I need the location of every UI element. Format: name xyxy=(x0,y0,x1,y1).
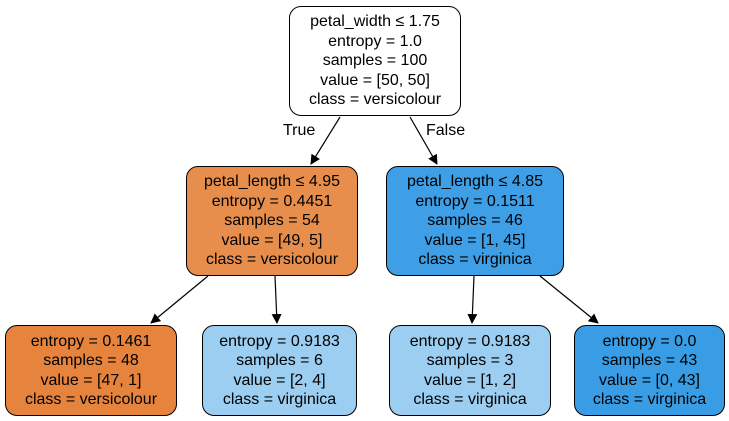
tree-node-left: petal_length ≤ 4.95 entropy = 0.4451 sam… xyxy=(186,166,358,276)
node-class: class = virginica xyxy=(413,391,527,408)
node-samples: samples = 48 xyxy=(43,352,139,369)
node-value: value = [47, 1] xyxy=(40,371,142,389)
node-class: class = virginica xyxy=(222,391,337,408)
tree-node-root: petal_width ≤ 1.75 entropy = 1.0 samples… xyxy=(289,6,461,116)
edge-root-to-right xyxy=(409,116,438,165)
node-entropy: entropy = 0.4451 xyxy=(211,192,333,210)
node-samples: samples = 46 xyxy=(427,212,523,230)
node-class: class = virginica xyxy=(592,391,707,408)
node-class: class = versicolour xyxy=(205,251,339,269)
node-samples: samples = 6 xyxy=(236,352,323,369)
node-samples: samples = 54 xyxy=(224,212,320,230)
node-entropy: entropy = 0.9183 xyxy=(219,332,340,350)
node-class: class = versicolour xyxy=(308,91,442,109)
node-value: value = [50, 50] xyxy=(320,71,430,89)
node-split-rule: petal_length ≤ 4.85 xyxy=(407,173,543,191)
node-value: value = [1, 2] xyxy=(423,371,517,389)
node-split-rule: petal_length ≤ 4.95 xyxy=(204,173,340,191)
tree-node-right: petal_length ≤ 4.85 entropy = 0.1511 sam… xyxy=(386,166,564,276)
node-value: value = [0, 43] xyxy=(599,371,700,389)
node-value: value = [1, 45] xyxy=(424,231,526,249)
edge-left-to-left-right xyxy=(271,275,282,324)
node-samples: samples = 3 xyxy=(426,352,514,369)
tree-leaf-left-left: entropy = 0.1461 samples = 48 value = [4… xyxy=(5,325,177,416)
edge-label-false: False xyxy=(426,122,466,139)
node-entropy: entropy = 0.1511 xyxy=(415,192,535,210)
edge-right-to-right-left xyxy=(467,275,478,324)
node-value: value = [49, 5] xyxy=(221,231,323,249)
edge-left-to-left-left xyxy=(150,275,209,324)
node-value: value = [2, 4] xyxy=(233,371,326,389)
node-entropy: entropy = 0.9183 xyxy=(409,332,531,350)
node-class: class = versicolour xyxy=(24,391,158,408)
node-entropy: entropy = 0.1461 xyxy=(30,332,152,350)
node-entropy: entropy = 1.0 xyxy=(328,32,422,50)
edge-right-to-right-right xyxy=(539,275,599,324)
tree-leaf-left-right: entropy = 0.9183 samples = 6 value = [2,… xyxy=(202,325,357,416)
edge-root-to-left xyxy=(310,116,341,165)
node-entropy: entropy = 0.0 xyxy=(602,332,697,350)
edge-label-true: True xyxy=(283,122,316,139)
node-class: class = virginica xyxy=(418,251,532,269)
node-samples: samples = 43 xyxy=(601,352,698,369)
node-samples: samples = 100 xyxy=(322,52,428,70)
tree-leaf-right-left: entropy = 0.9183 samples = 3 value = [1,… xyxy=(389,325,551,416)
tree-leaf-right-right: entropy = 0.0 samples = 43 value = [0, 4… xyxy=(574,325,725,416)
node-split-rule: petal_width ≤ 1.75 xyxy=(310,13,440,31)
